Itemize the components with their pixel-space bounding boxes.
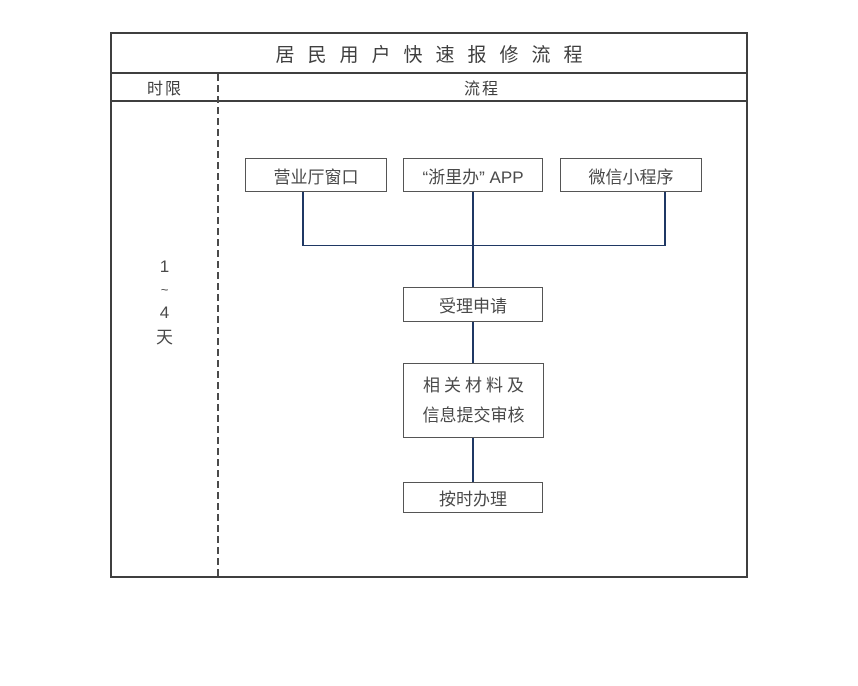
process-table: 居民用户快速报修流程 时限 流程 1 ~ 4 天 营业厅窗口 “浙里办” APP… bbox=[110, 32, 748, 578]
connector-channel1-down bbox=[302, 192, 304, 246]
connector-step2-to-step3 bbox=[472, 438, 474, 482]
time-limit-value: 1 ~ 4 天 bbox=[112, 254, 218, 350]
flow-node-wechat-mini-program: 微信小程序 bbox=[560, 158, 702, 192]
table-header-row: 时限 流程 bbox=[112, 74, 746, 102]
flow-node-handle-on-time: 按时办理 bbox=[403, 482, 543, 513]
column-header-process: 流程 bbox=[463, 81, 500, 98]
table-title-row: 居民用户快速报修流程 bbox=[112, 34, 746, 74]
flow-node-service-hall-window: 营业厅窗口 bbox=[245, 158, 387, 192]
flow-node-materials-review-line1: 相关材料及 bbox=[423, 375, 528, 395]
connector-step1-to-step2 bbox=[472, 322, 474, 363]
connector-channel2-down bbox=[472, 192, 474, 287]
time-limit-tilde: ~ bbox=[160, 282, 170, 297]
connector-channel3-down bbox=[664, 192, 666, 246]
connector-merge-horizontal bbox=[302, 244, 666, 246]
page-title: 居民用户快速报修流程 bbox=[275, 44, 596, 66]
flow-node-zheliban-app: “浙里办” APP bbox=[403, 158, 543, 192]
column-divider-dashed-line bbox=[217, 74, 219, 576]
flow-node-materials-review-line2: 信息提交审核 bbox=[422, 405, 525, 425]
time-limit-line: 天 bbox=[156, 328, 174, 347]
time-limit-line: 4 bbox=[159, 303, 171, 322]
flow-node-materials-review: 相关材料及 信息提交审核 bbox=[403, 363, 544, 438]
time-limit-line: 1 bbox=[159, 257, 171, 276]
flow-node-accept-application: 受理申请 bbox=[403, 287, 543, 322]
column-header-time-limit: 时限 bbox=[146, 81, 183, 98]
